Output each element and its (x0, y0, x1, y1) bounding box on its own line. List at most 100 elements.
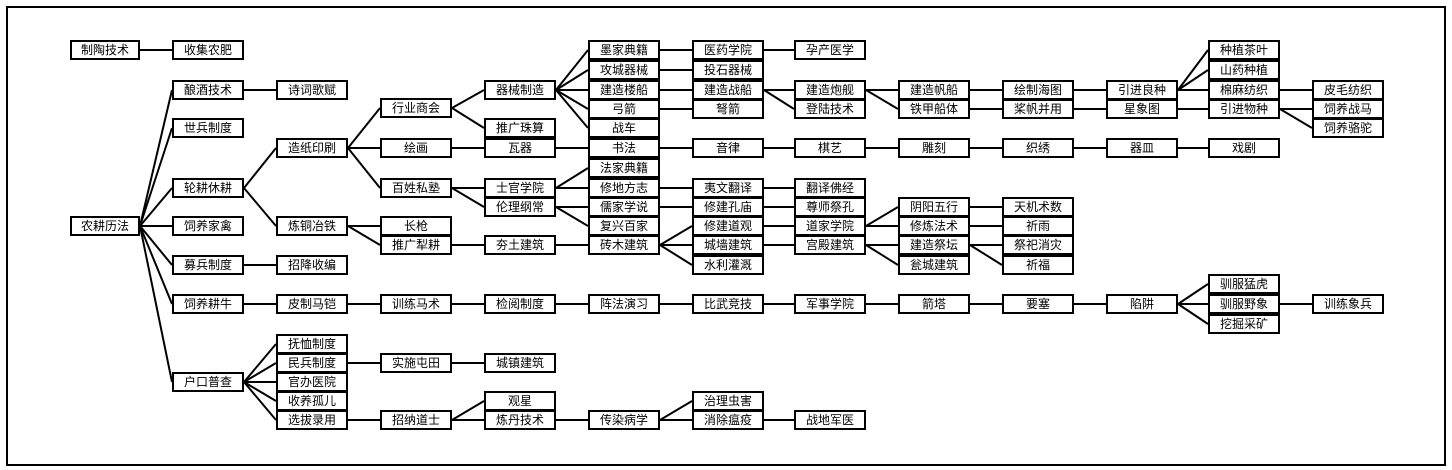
tech-node-yiwen[interactable]: 夷文翻译 (692, 178, 764, 198)
tech-node-mojia[interactable]: 墨家典籍 (588, 40, 660, 60)
tech-node-niangjiu[interactable]: 酿酒技术 (172, 80, 244, 100)
tech-node-liantong[interactable]: 炼铜冶铁 (276, 216, 348, 236)
tech-node-yinlv[interactable]: 音律 (692, 138, 764, 158)
tech-node-guanxing[interactable]: 观星 (484, 391, 556, 411)
tech-node-guanban[interactable]: 官办医院 (276, 372, 348, 392)
tech-node-xiulian[interactable]: 修炼法术 (898, 216, 970, 236)
tech-node-zhixiu[interactable]: 织绣 (1002, 138, 1074, 158)
tech-node-zhanche[interactable]: 战车 (588, 118, 660, 138)
tech-node-gongjian[interactable]: 弓箭 (588, 99, 660, 119)
tech-node-shibing[interactable]: 世兵制度 (172, 118, 244, 138)
tech-node-diaoke[interactable]: 雕刻 (898, 138, 970, 158)
tech-node-yaosai[interactable]: 要塞 (1002, 294, 1074, 314)
tech-node-zaozhi[interactable]: 造纸印刷 (276, 138, 348, 158)
tech-node-waqi[interactable]: 瓦器 (484, 138, 556, 158)
tech-node-qixie[interactable]: 器械制造 (484, 80, 556, 100)
tech-node-wenyi[interactable]: 消除瘟疫 (692, 410, 764, 430)
tech-node-zhuanmu[interactable]: 砖木建筑 (588, 235, 660, 255)
tech-node-qimin[interactable]: 器皿 (1106, 138, 1178, 158)
tech-node-xunlian_mashu[interactable]: 训练马术 (380, 294, 452, 314)
tech-node-yexiang[interactable]: 驯服野象 (1208, 294, 1280, 314)
tech-node-gongdian[interactable]: 宫殿建筑 (794, 235, 866, 255)
tech-node-pizhi[interactable]: 皮制马铠 (276, 294, 348, 314)
tech-node-daojia[interactable]: 道家学院 (794, 216, 866, 236)
tech-node-xiuzao_kongmiao[interactable]: 修建孔庙 (692, 197, 764, 217)
tech-node-huihua[interactable]: 绘画 (380, 138, 452, 158)
tech-node-caikuang[interactable]: 挖掘采矿 (1208, 314, 1280, 334)
tech-node-luotuo[interactable]: 饲养骆驼 (1312, 118, 1384, 138)
tech-node-biwu[interactable]: 比武竞技 (692, 294, 764, 314)
tech-node-shanyao[interactable]: 山药种植 (1208, 60, 1280, 80)
tech-node-junshi[interactable]: 军事学院 (794, 294, 866, 314)
tech-node-mubing[interactable]: 募兵制度 (172, 255, 244, 275)
tech-node-jitan[interactable]: 建造祭坛 (898, 235, 970, 255)
tech-node-zhaona[interactable]: 招纳道士 (380, 410, 452, 430)
tech-node-tuiguang_zhusuan[interactable]: 推广珠算 (484, 118, 556, 138)
tech-node-jianzao_fanchuan[interactable]: 建造帆船 (898, 80, 970, 100)
tech-node-nonggeng[interactable]: 农耕历法 (70, 216, 140, 236)
tech-node-hangye[interactable]: 行业商会 (380, 98, 452, 118)
tech-node-chengqiang[interactable]: 城墙建筑 (692, 235, 764, 255)
tech-node-jiangfan[interactable]: 桨帆并用 (1002, 99, 1074, 119)
tech-node-zhanma[interactable]: 饲养战马 (1312, 99, 1384, 119)
tech-node-zhitao[interactable]: 制陶技术 (70, 40, 140, 60)
tech-node-haitu[interactable]: 绘制海图 (1002, 80, 1074, 100)
tech-node-chuanran[interactable]: 传染病学 (588, 410, 660, 430)
tech-node-yinyang[interactable]: 阴阳五行 (898, 197, 970, 217)
tech-node-toushi[interactable]: 投石器械 (692, 60, 764, 80)
tech-node-xiudi[interactable]: 修地方志 (588, 178, 660, 198)
tech-node-jisi[interactable]: 祭祀消灾 (1002, 235, 1074, 255)
tech-node-shouji_nongfei[interactable]: 收集农肥 (172, 40, 244, 60)
tech-node-jianzao_louchuan[interactable]: 建造楼船 (588, 80, 660, 100)
tech-node-gongcheng[interactable]: 攻城器械 (588, 60, 660, 80)
tech-node-fuxu[interactable]: 抚恤制度 (276, 334, 348, 354)
tech-node-liangzhong[interactable]: 引进良种 (1106, 80, 1178, 100)
tech-node-hukou[interactable]: 户口普查 (172, 372, 244, 392)
tech-node-junyi[interactable]: 战地军医 (794, 410, 866, 430)
tech-node-siyang_jiaqin[interactable]: 饲养家禽 (172, 216, 244, 236)
tech-node-xuanba[interactable]: 选拔录用 (276, 410, 348, 430)
tech-node-shufa[interactable]: 书法 (588, 138, 660, 158)
tech-node-xiangbing[interactable]: 训练象兵 (1312, 294, 1384, 314)
tech-node-tianji[interactable]: 天机术数 (1002, 197, 1074, 217)
tech-node-lungeng[interactable]: 轮耕休耕 (172, 178, 244, 198)
tech-node-qifu[interactable]: 祈福 (1002, 255, 1074, 275)
tech-node-baixing[interactable]: 百姓私塾 (380, 178, 452, 198)
tech-node-xiju[interactable]: 戏剧 (1208, 138, 1280, 158)
tech-node-xiujian_daoguan[interactable]: 修建道观 (692, 216, 764, 236)
tech-node-changqiang[interactable]: 长枪 (380, 216, 452, 236)
tech-node-wuzhong[interactable]: 引进物种 (1208, 99, 1280, 119)
tech-node-yunchan[interactable]: 孕产医学 (794, 40, 866, 60)
tech-node-rujia[interactable]: 儒家学说 (588, 197, 660, 217)
tech-node-tuntian[interactable]: 实施屯田 (380, 353, 452, 373)
tech-node-chengzhen[interactable]: 城镇建筑 (484, 353, 556, 373)
tech-node-jianzao_zhanchuan[interactable]: 建造战船 (692, 80, 764, 100)
tech-node-shouyang[interactable]: 收养孤儿 (276, 391, 348, 411)
tech-node-denglu[interactable]: 登陆技术 (794, 99, 866, 119)
tech-node-xianjing[interactable]: 陷阱 (1106, 294, 1178, 314)
tech-node-nujian[interactable]: 弩箭 (692, 99, 764, 119)
tech-node-chongHai[interactable]: 治理虫害 (692, 391, 764, 411)
tech-node-zhenfa[interactable]: 阵法演习 (588, 294, 660, 314)
tech-node-jianyue[interactable]: 检阅制度 (484, 294, 556, 314)
tech-node-wengcheng[interactable]: 瓮城建筑 (898, 255, 970, 275)
tech-node-jianzao_paojian[interactable]: 建造炮舰 (794, 80, 866, 100)
tech-node-liandan[interactable]: 炼丹技术 (484, 410, 556, 430)
tech-node-zhaoxiang[interactable]: 招降收编 (276, 255, 348, 275)
tech-node-qiyi[interactable]: 棋艺 (794, 138, 866, 158)
tech-node-mengHu[interactable]: 驯服猛虎 (1208, 274, 1280, 294)
tech-node-xingxiang[interactable]: 星象图 (1106, 99, 1178, 119)
tech-node-fajia[interactable]: 法家典籍 (588, 158, 660, 178)
tech-node-siyang_gengniu[interactable]: 饲养耕牛 (172, 294, 244, 314)
tech-node-chaye[interactable]: 种植茶叶 (1208, 40, 1280, 60)
tech-node-shuili[interactable]: 水利灌溉 (692, 255, 764, 275)
tech-node-pimao[interactable]: 皮毛纺织 (1312, 80, 1384, 100)
tech-node-lunli[interactable]: 伦理纲常 (484, 197, 556, 217)
tech-node-yiyao[interactable]: 医药学院 (692, 40, 764, 60)
tech-node-fuxing[interactable]: 复兴百家 (588, 216, 660, 236)
tech-node-jianta[interactable]: 箭塔 (898, 294, 970, 314)
tech-node-zunshi[interactable]: 尊师祭孔 (794, 197, 866, 217)
tech-node-shiguan[interactable]: 士官学院 (484, 178, 556, 198)
tech-node-shici[interactable]: 诗词歌赋 (276, 80, 348, 100)
tech-node-minbing[interactable]: 民兵制度 (276, 353, 348, 373)
